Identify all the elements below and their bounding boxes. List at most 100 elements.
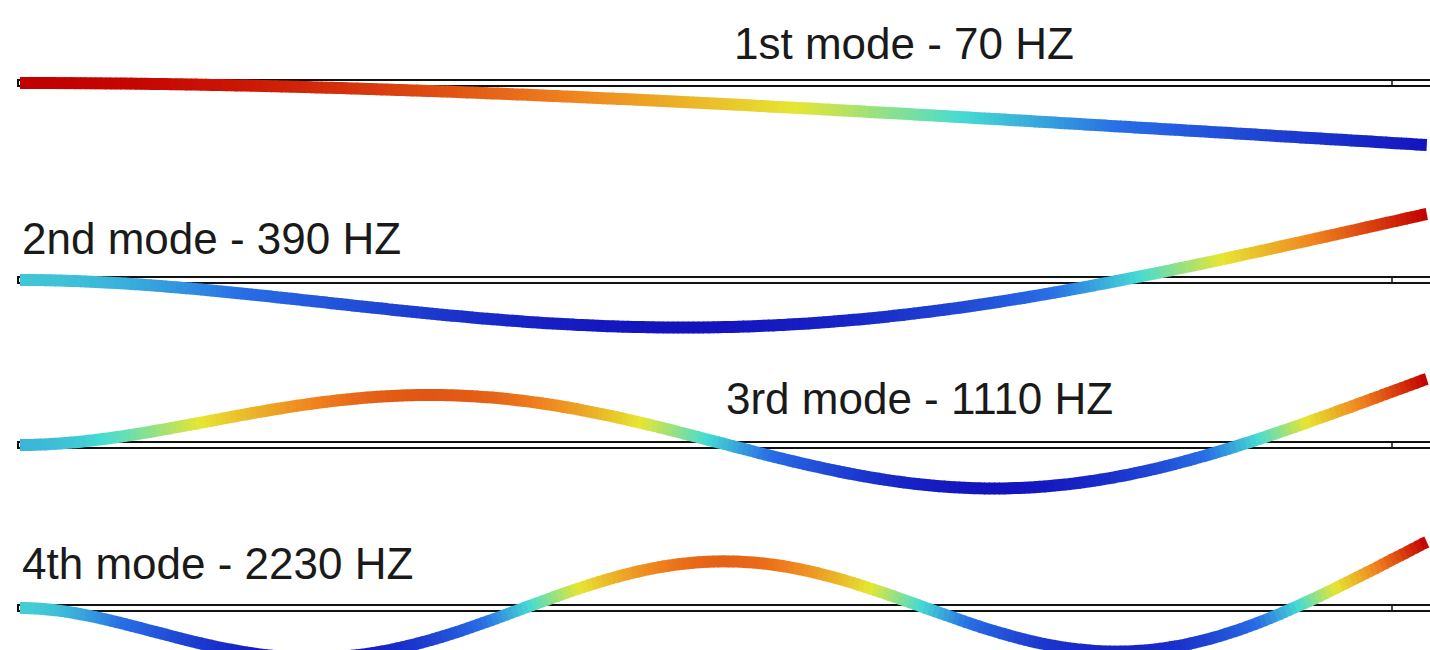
- beam-segment: [1260, 620, 1266, 622]
- beam-segment: [1014, 637, 1020, 638]
- beam-segment: [582, 586, 588, 588]
- beam-segment: [151, 78, 157, 90]
- beam-segment: [1145, 470, 1151, 471]
- beam-segment: [1401, 386, 1407, 388]
- beam-segment: [1190, 458, 1196, 459]
- beam-segment: [854, 583, 860, 585]
- beam-segment: [572, 589, 578, 591]
- beam-segment: [1361, 573, 1367, 576]
- beam-segment: [1356, 229, 1362, 230]
- beam-segment: [1421, 214, 1427, 215]
- beam-segment: [653, 321, 659, 333]
- beam-segment: [1125, 474, 1131, 475]
- beam-segment: [472, 625, 478, 627]
- beam-segment: [989, 630, 995, 632]
- mode-label: 2nd mode - 390 HZ: [18, 213, 405, 265]
- beam-segment: [678, 322, 684, 334]
- beam-segment: [1301, 241, 1307, 242]
- beam-segment: [698, 437, 704, 438]
- beam-segment: [105, 619, 111, 620]
- beam-segment: [894, 107, 900, 119]
- beam-segment: [1230, 447, 1236, 449]
- beam-segment: [698, 321, 704, 333]
- beam-segment: [869, 588, 875, 590]
- mode-label: 3rd mode - 1110 HZ: [722, 373, 1117, 425]
- beam-segment: [1205, 639, 1211, 640]
- beam-segment: [603, 579, 609, 581]
- beam-segment: [537, 601, 543, 603]
- beam-segment: [1391, 390, 1397, 392]
- beam-segment: [191, 79, 197, 91]
- beam-segment: [839, 472, 845, 473]
- beam-segment: [577, 587, 583, 589]
- beam-segment: [663, 321, 669, 333]
- beam-segment: [75, 77, 81, 89]
- beam-segment: [1290, 243, 1296, 244]
- beam-segment: [1381, 394, 1387, 396]
- beam-segment: [1080, 644, 1086, 650]
- beam-segment: [628, 573, 634, 574]
- beam-segment: [678, 432, 684, 433]
- beam-segment: [1321, 416, 1327, 418]
- beam-segment: [120, 623, 126, 624]
- beam-segment: [1411, 216, 1417, 217]
- beam-segment: [633, 421, 639, 422]
- beam-segment: [437, 637, 443, 639]
- beam-segment: [1316, 238, 1322, 239]
- beam-segment: [1230, 256, 1236, 257]
- beam-segment: [432, 638, 438, 640]
- beam-segment: [1366, 226, 1372, 227]
- beam-segment: [964, 622, 970, 624]
- beam-segment: [904, 600, 910, 602]
- beam-segment: [1321, 237, 1327, 238]
- beam-segment: [959, 620, 965, 622]
- beam-segment: [141, 628, 147, 629]
- beam-segment: [176, 637, 182, 638]
- beam-segment: [1160, 466, 1166, 467]
- beam-segment: [979, 627, 985, 629]
- beam-segment: [728, 445, 734, 446]
- beam-segment: [216, 419, 222, 420]
- beam-segment: [547, 598, 553, 600]
- beam-segment: [1155, 468, 1161, 469]
- beam-segment: [231, 644, 237, 650]
- beam-segment: [1125, 278, 1131, 279]
- beam-segment: [422, 641, 428, 642]
- beam-segment: [758, 453, 764, 454]
- beam-segment: [1351, 578, 1357, 581]
- beam-segment: [55, 274, 61, 286]
- beam-segment: [1225, 633, 1231, 635]
- beam-segment: [1411, 547, 1417, 550]
- tick: [1391, 442, 1393, 448]
- beam-segment: [668, 322, 674, 334]
- beam-segment: [623, 574, 629, 575]
- beam-segment: [1265, 618, 1271, 620]
- beam-segment: [994, 631, 1000, 633]
- beam-segment: [618, 575, 624, 576]
- beam-segment: [1075, 643, 1081, 650]
- beam-segment: [497, 616, 503, 618]
- beam-segment: [1115, 476, 1121, 477]
- beam-segment: [823, 468, 829, 469]
- beam-segment: [989, 483, 995, 495]
- beam-segment: [1366, 570, 1372, 573]
- beam-segment: [1401, 219, 1407, 220]
- beam-segment: [166, 635, 172, 636]
- mode-label: 1st mode - 70 HZ: [730, 18, 1078, 70]
- beam-segment: [984, 482, 990, 494]
- beam-segment: [181, 639, 187, 640]
- beam-segment: [643, 423, 649, 424]
- beam-segment: [1346, 581, 1352, 584]
- beam-segment: [1180, 461, 1186, 462]
- beam-segment: [1371, 225, 1377, 226]
- beam-segment: [1009, 636, 1015, 637]
- beam-segment: [864, 587, 870, 589]
- beam-segment: [733, 446, 739, 447]
- beam-segment: [417, 642, 423, 643]
- beam-segment: [1290, 607, 1296, 609]
- beam-segment: [708, 440, 714, 441]
- beam-segment: [1306, 600, 1312, 602]
- beam-segment: [788, 460, 794, 461]
- beam-segment: [803, 464, 809, 465]
- beam-segment: [713, 441, 719, 442]
